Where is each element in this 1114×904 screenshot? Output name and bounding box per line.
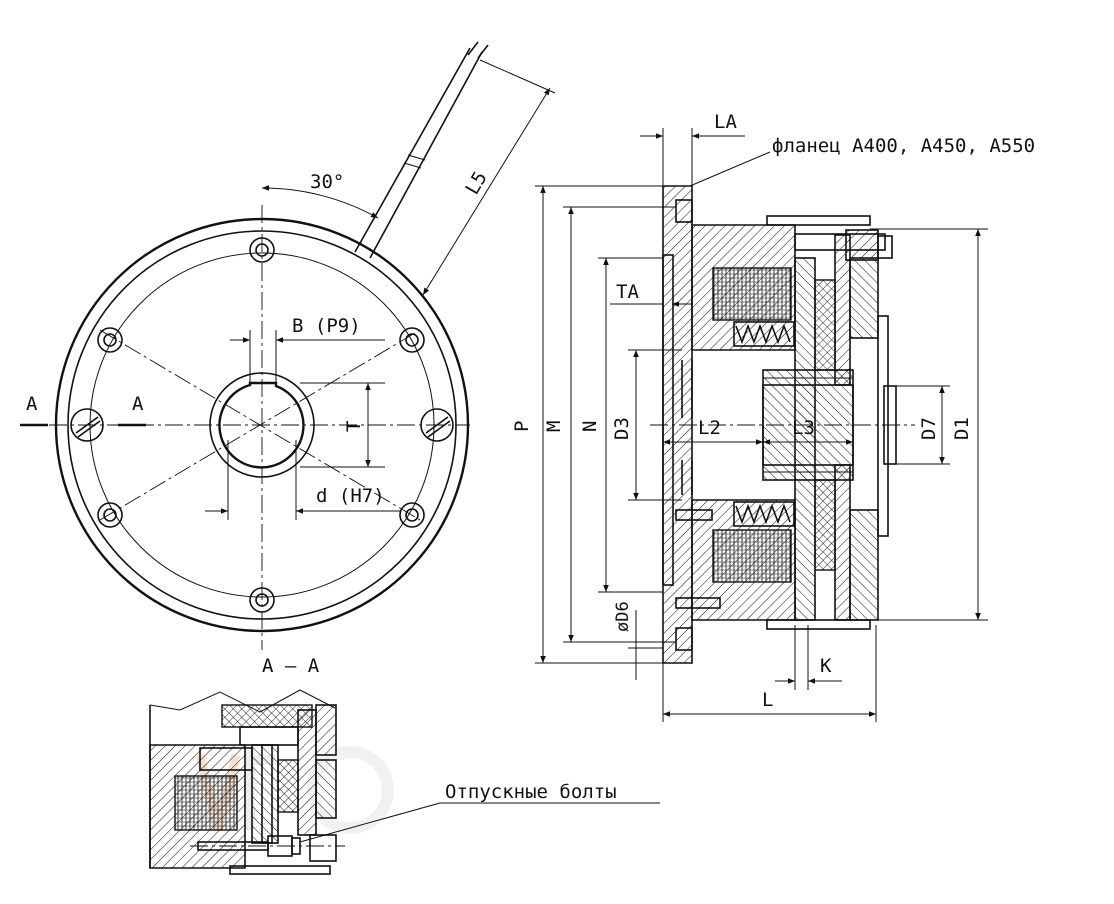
l3-label: L3 xyxy=(792,417,815,439)
angle-label: 30° xyxy=(310,171,344,193)
bolt-hole-icon xyxy=(249,237,275,263)
bolt-hole-icon xyxy=(399,327,425,353)
bolt-hole-icon xyxy=(97,502,123,528)
l2-label: L2 xyxy=(698,417,721,439)
n-label: N xyxy=(579,421,601,432)
m-label: M xyxy=(543,421,565,432)
screw-icon xyxy=(70,408,104,442)
section-title: A – A xyxy=(262,655,320,677)
d7-label: D7 xyxy=(918,417,940,440)
d1-label: D1 xyxy=(951,417,973,440)
front-view: 30° L5 B (P9) T d (H7) A A xyxy=(20,41,556,650)
d3-label: D3 xyxy=(611,417,633,440)
bolt-hole-icon xyxy=(97,327,123,353)
release-bolts-label: Отпускные болты xyxy=(445,781,617,803)
screw-icon xyxy=(420,408,454,442)
flange-label: фланец A400, A450, A550 xyxy=(772,135,1035,157)
section-mark-right: A xyxy=(132,393,144,415)
l5-label: L5 xyxy=(461,168,491,199)
l-label: L xyxy=(762,689,773,711)
section-mark-left: A xyxy=(26,393,38,415)
t-label: T xyxy=(343,421,365,432)
p-label: P xyxy=(511,421,533,432)
ta-label: TA xyxy=(616,281,639,303)
d-h7-label: d (H7) xyxy=(316,485,385,507)
bolt-hole-icon xyxy=(249,587,275,613)
k-label: K xyxy=(820,655,832,677)
bolt-hole-icon xyxy=(399,502,425,528)
side-view: P M N D3 øD6 TA LA фланец A400 xyxy=(511,111,1035,722)
b-p9-label: B (P9) xyxy=(292,315,361,337)
d6-label: øD6 xyxy=(613,601,633,632)
section-a-a: A – A Отпускные болты xyxy=(149,655,660,875)
la-label: LA xyxy=(714,111,737,133)
